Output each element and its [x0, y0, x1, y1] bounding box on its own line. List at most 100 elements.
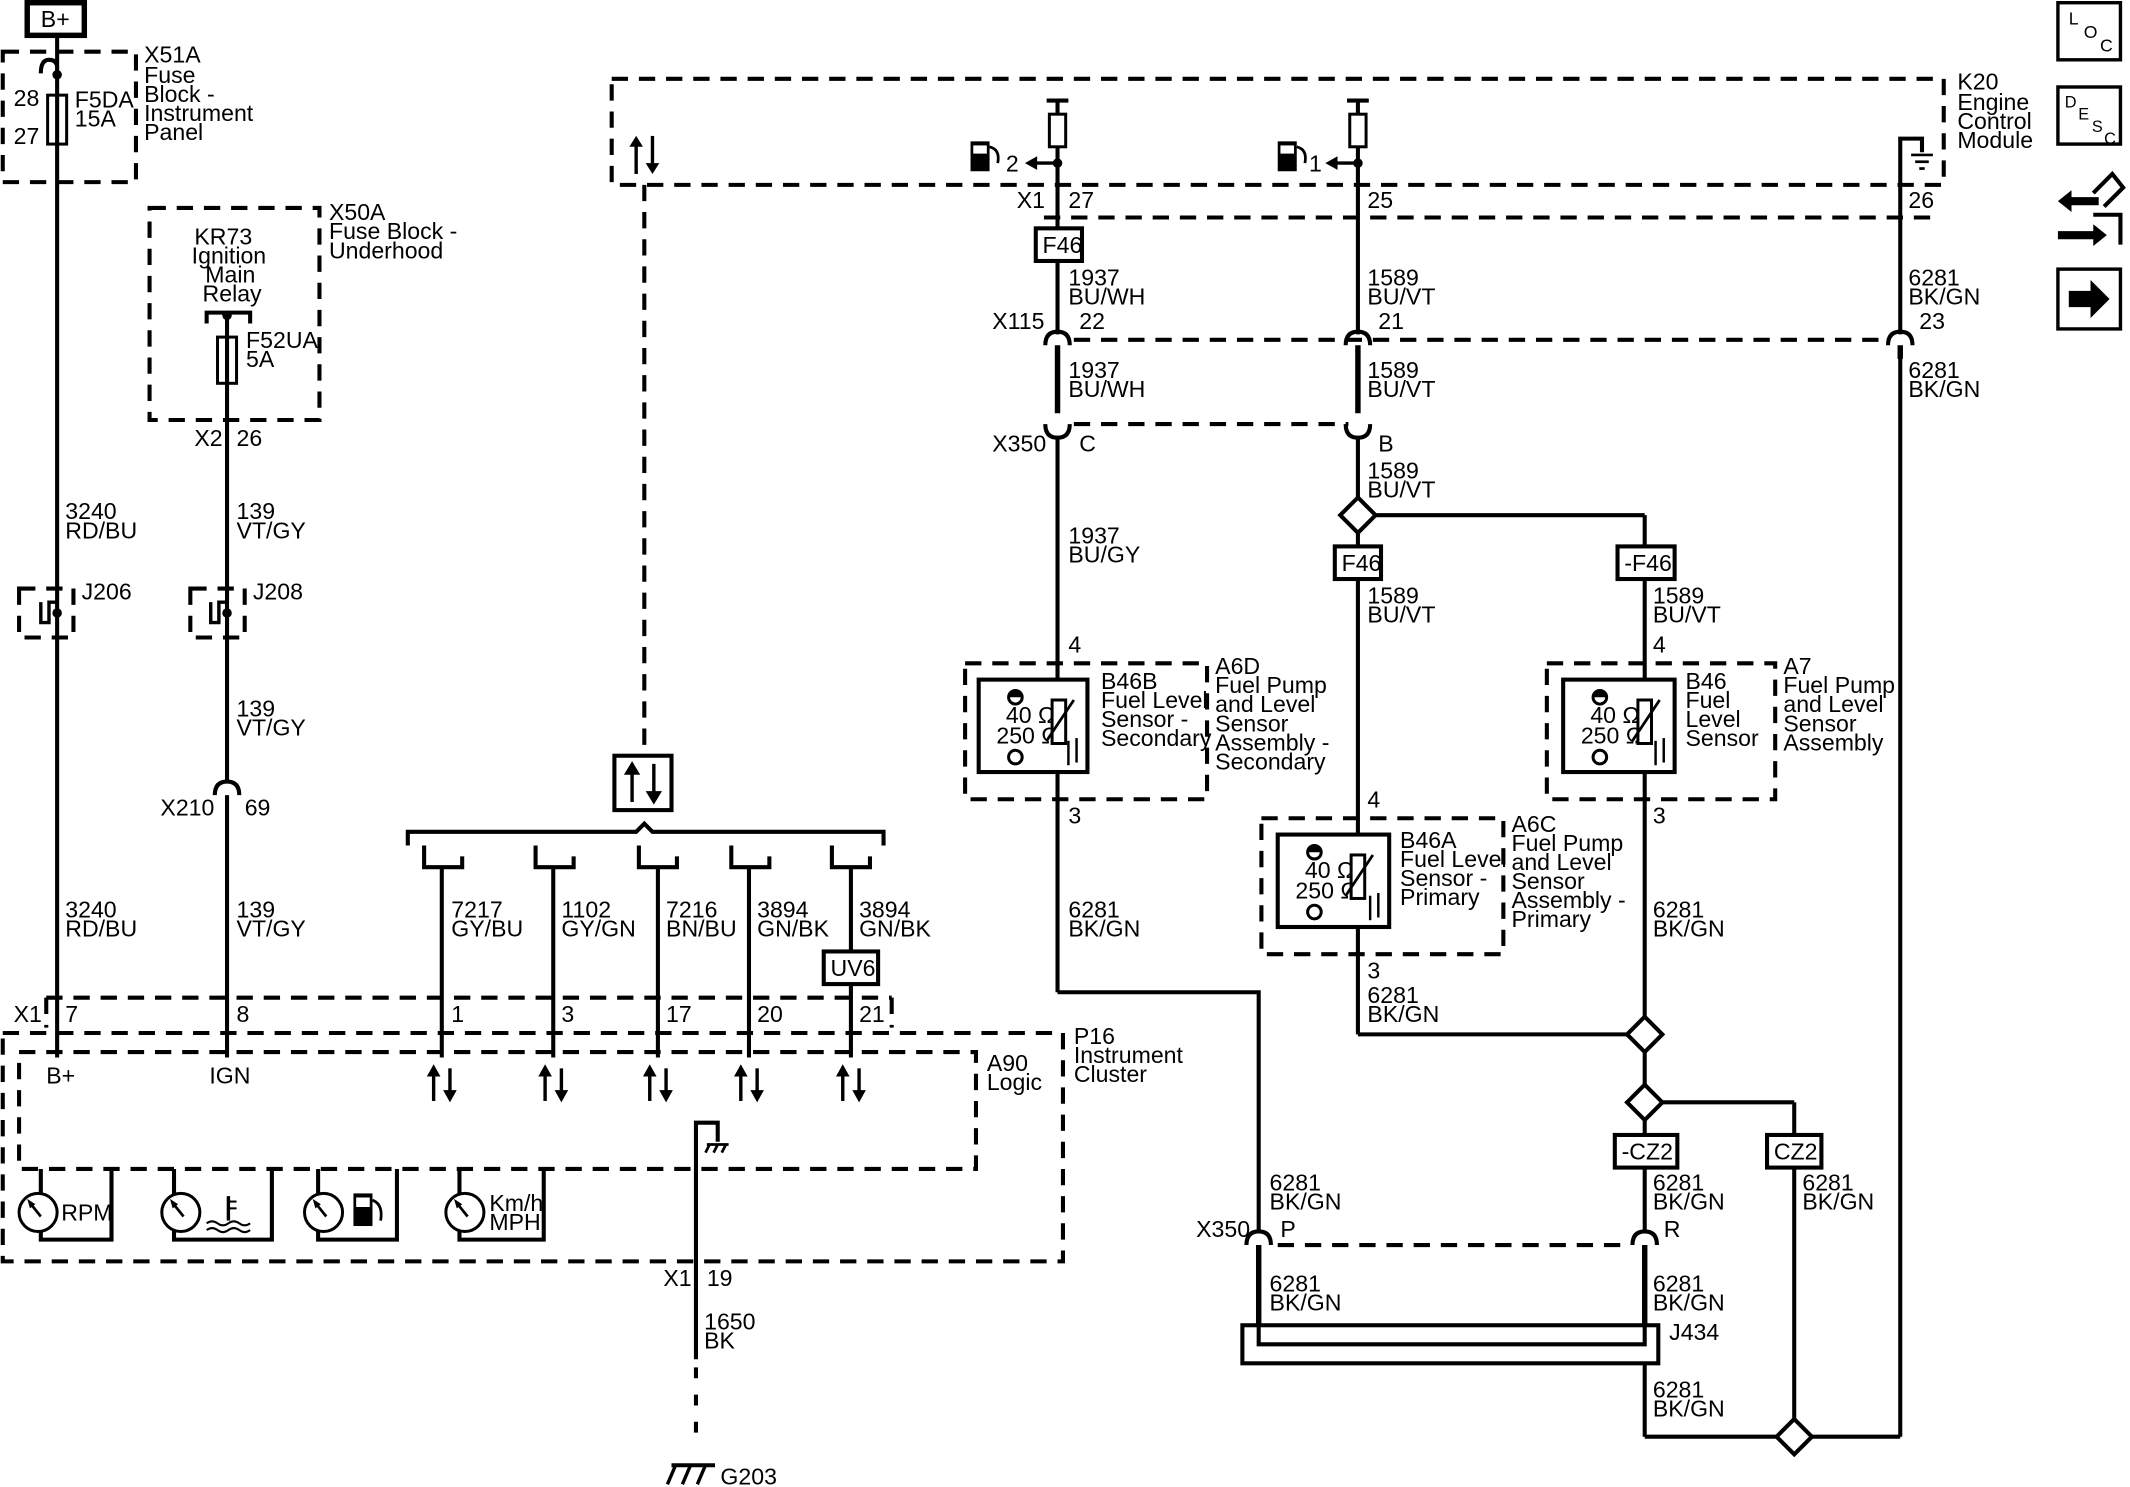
- svg-text:BU/VT: BU/VT: [1653, 602, 1721, 628]
- svg-text:139: 139: [237, 498, 276, 524]
- svg-text:Sensor: Sensor: [1512, 868, 1585, 894]
- serial-data-bus: UV6 7217 GY/BU 1102 GY/GN 7216 BN/BU 389…: [405, 820, 932, 1058]
- wire-1937: F46 1937 BU/WH X115 22 1937 BU/WH X350 C…: [992, 163, 1890, 680]
- svg-text:1589: 1589: [1653, 582, 1704, 608]
- svg-text:250 Ω: 250 Ω: [996, 723, 1058, 749]
- svg-text:5A: 5A: [246, 346, 275, 372]
- svg-text:X1: X1: [14, 1001, 42, 1027]
- svg-text:F46: F46: [1043, 232, 1083, 258]
- svg-text:BU/WH: BU/WH: [1068, 283, 1145, 309]
- svg-text:Sensor -: Sensor -: [1101, 706, 1188, 732]
- svg-text:1650: 1650: [704, 1308, 755, 1334]
- svg-text:and Level: and Level: [1783, 691, 1883, 717]
- g203-ground: X1 19 1650 BK G203: [663, 1265, 777, 1487]
- svg-text:IGN: IGN: [209, 1062, 250, 1088]
- svg-text:GY/GN: GY/GN: [561, 916, 635, 942]
- svg-text:3: 3: [561, 1001, 574, 1027]
- svg-text:Fuel: Fuel: [1685, 687, 1730, 713]
- svg-text:250 Ω: 250 Ω: [1581, 723, 1643, 749]
- svg-text:Assembly -: Assembly -: [1512, 887, 1626, 913]
- svg-text:Sensor: Sensor: [1685, 725, 1758, 751]
- svg-text:J208: J208: [253, 578, 303, 604]
- svg-text:B46: B46: [1685, 668, 1726, 694]
- svg-text:4: 4: [1068, 631, 1081, 657]
- svg-text:Sensor -: Sensor -: [1400, 865, 1487, 891]
- svg-text:20: 20: [757, 1001, 783, 1027]
- svg-text:6281: 6281: [1908, 357, 1959, 383]
- svg-text:Primary: Primary: [1512, 906, 1592, 932]
- svg-text:Level: Level: [1685, 706, 1740, 732]
- svg-text:6281: 6281: [1653, 1170, 1704, 1196]
- svg-text:R: R: [1664, 1216, 1681, 1242]
- svg-text:Logic: Logic: [987, 1069, 1042, 1095]
- data-arrows-icon: [426, 1064, 866, 1103]
- pin-27: 27: [14, 123, 40, 149]
- pin-28: 28: [14, 85, 40, 111]
- svg-text:7: 7: [65, 1001, 78, 1027]
- svg-text:BK: BK: [704, 1327, 735, 1353]
- svg-text:S: S: [2092, 118, 2103, 136]
- loc-icon[interactable]: L O C: [2056, 1, 2123, 62]
- x50a-fuse-block: X50A Fuse Block - Underhood KR73 Ignitio…: [147, 199, 457, 451]
- svg-text:K20: K20: [1957, 69, 1998, 95]
- wire-139: 139 VT/GY J208 139 VT/GY X210 69 139 VT/…: [160, 315, 306, 1000]
- svg-text:X50A: X50A: [329, 199, 386, 225]
- svg-text:CZ2: CZ2: [1774, 1138, 1818, 1164]
- splice-icon: [1624, 1013, 1666, 1055]
- svg-text:RPM: RPM: [61, 1200, 112, 1226]
- k20-ecm: K20 Engine Control Module 2 1: [609, 69, 2033, 220]
- connector-pinout-icon[interactable]: [2057, 170, 2126, 247]
- svg-text:RD/BU: RD/BU: [65, 916, 137, 942]
- svg-text:Sensor: Sensor: [1783, 710, 1856, 736]
- wire-6281-ecm: 6281 BK/GN 23 6281 BK/GN: [1885, 217, 1980, 402]
- svg-text:GY/BU: GY/BU: [451, 916, 523, 942]
- svg-text:Underhood: Underhood: [329, 237, 443, 263]
- svg-text:L: L: [2069, 8, 2079, 28]
- svg-text:C: C: [2104, 130, 2116, 148]
- svg-text:MPH: MPH: [489, 1209, 540, 1235]
- svg-text:BK/GN: BK/GN: [1908, 376, 1980, 402]
- svg-text:RD/BU: RD/BU: [65, 517, 137, 543]
- svg-text:G203: G203: [720, 1463, 777, 1487]
- svg-text:BU/VT: BU/VT: [1367, 476, 1435, 502]
- svg-text:C: C: [2100, 36, 2113, 56]
- splice-icon: [1624, 1081, 1666, 1123]
- svg-text:BU/VT: BU/VT: [1367, 283, 1435, 309]
- ground-icon: [665, 1463, 715, 1485]
- splice-icon: [1773, 1416, 1815, 1458]
- svg-text:3: 3: [1367, 958, 1380, 984]
- x1-connector: X1 7 8 1 3 17 20 21: [14, 995, 894, 1028]
- svg-text:BK/GN: BK/GN: [1068, 916, 1140, 942]
- svg-text:1589: 1589: [1367, 357, 1418, 383]
- svg-text:Sensor: Sensor: [1215, 710, 1288, 736]
- svg-text:B46B: B46B: [1101, 668, 1158, 694]
- svg-text:26: 26: [237, 425, 263, 451]
- x51a-label-1: X51A: [144, 42, 201, 68]
- fuel-pump-icon: [1277, 141, 1307, 172]
- splice-icon: [1337, 494, 1379, 536]
- ground-splices: -CZ2 CZ2 6281 BK/GN 6281 BK/GN: [1612, 1013, 1874, 1420]
- svg-text:Control: Control: [1957, 108, 2031, 134]
- svg-text:Fuse Block -: Fuse Block -: [329, 218, 457, 244]
- j206-label: J206: [82, 578, 132, 604]
- next-page-arrow-icon[interactable]: [2056, 267, 2123, 331]
- wire-3240: 3240 RD/BU 3240 RD/BU J206: [17, 74, 137, 1000]
- gauge-icon: [444, 1191, 486, 1233]
- desc-icon[interactable]: D E S C: [2056, 85, 2123, 148]
- j434-splice-pack: J434 6281 BK/GN: [1240, 347, 1903, 1458]
- svg-text:BK/GN: BK/GN: [1802, 1189, 1874, 1215]
- svg-text:F52UA: F52UA: [246, 327, 318, 353]
- svg-text:BK/GN: BK/GN: [1653, 916, 1725, 942]
- svg-text:Ignition: Ignition: [192, 243, 266, 269]
- svg-text:Secondary: Secondary: [1101, 725, 1212, 751]
- data-arrows-icon: [629, 135, 660, 174]
- svg-text:A6C: A6C: [1512, 811, 1557, 837]
- svg-text:BK/GN: BK/GN: [1653, 1395, 1725, 1421]
- svg-text:1937: 1937: [1068, 523, 1119, 549]
- svg-text:3894: 3894: [859, 896, 911, 922]
- svg-text:BK/GN: BK/GN: [1270, 1189, 1342, 1215]
- resistor-icon: [1047, 112, 1068, 149]
- svg-text:GN/BK: GN/BK: [859, 916, 931, 942]
- svg-text:BU/VT: BU/VT: [1367, 376, 1435, 402]
- svg-text:Relay: Relay: [203, 281, 262, 307]
